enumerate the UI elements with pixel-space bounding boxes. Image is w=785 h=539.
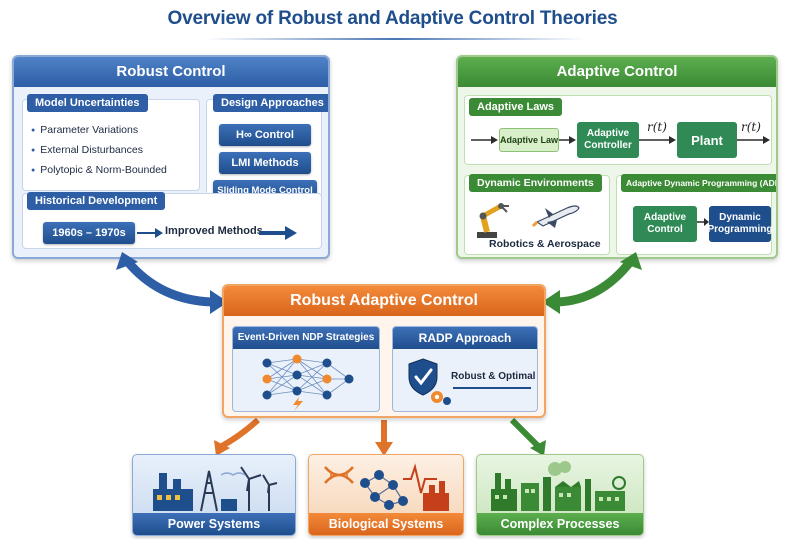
adaptive-control-block: Adaptive Control: [633, 206, 697, 242]
adaptive-law-block: Adaptive Law: [499, 128, 559, 152]
arrow-right-icon: [137, 228, 163, 238]
biological-systems-card: Biological Systems: [308, 454, 464, 536]
h-infinity-control-button: H∞ Control: [219, 124, 311, 146]
adaptive-control-header: Adaptive Control: [458, 57, 776, 87]
robust-adaptive-control-header: Robust Adaptive Control: [224, 286, 544, 316]
space-shuttle-icon: [531, 205, 580, 228]
adaptive-control-panel: Adaptive Control Adaptive Laws Adaptive …: [456, 55, 778, 259]
model-uncertainties-label: Model Uncertainties: [27, 94, 148, 112]
dynamic-programming-block: Dynamic Programming: [708, 206, 773, 242]
adaptive-laws-box: Adaptive Laws Adaptive Law Adaptive Cont…: [464, 95, 772, 165]
dna-network-icon: [324, 463, 449, 511]
model-uncertainties-box: Model Uncertainties Parameter Variations…: [22, 94, 200, 191]
factory-icon: [491, 461, 626, 511]
signal-label: r(t): [647, 120, 667, 134]
adaptive-loop-arrows: [471, 136, 770, 144]
complex-processes-label: Complex Processes: [477, 513, 643, 535]
neural-network-icon: [262, 354, 354, 411]
design-approaches-label: Design Approaches: [213, 94, 328, 112]
signal-label: r(t): [741, 120, 761, 134]
plant-block: Plant: [677, 122, 737, 158]
radp-approach-card: RADP Approach Robust & Optimal: [392, 326, 538, 412]
title-underline: [205, 38, 585, 40]
lmi-methods-button: LMI Methods: [219, 152, 311, 174]
complex-processes-card: Complex Processes: [476, 454, 644, 536]
historical-development-box: Historical Development 1960s – 1970s Imp…: [22, 192, 322, 249]
period-badge: 1960s – 1970s: [43, 222, 135, 244]
adp-label: Adaptive Dynamic Programming (ADP): [621, 174, 776, 192]
uncertainty-item: Polytopic & Norm-Bounded: [31, 164, 167, 176]
adaptive-laws-label: Adaptive Laws: [469, 98, 563, 116]
dynamic-environments-label: Dynamic Environments: [469, 174, 602, 192]
event-driven-ndp-title: Event-Driven NDP Strategies: [233, 327, 379, 349]
design-approaches-box: Design Approaches H∞ Control LMI Methods…: [206, 94, 328, 211]
arrow-right-icon: [259, 226, 297, 240]
robotics-aerospace-caption: Robotics & Aerospace: [489, 238, 601, 250]
adp-box: Adaptive Dynamic Programming (ADP) Adapt…: [616, 174, 776, 255]
robot-arm-icon: [477, 203, 509, 238]
page-title: Overview of Robust and Adaptive Control …: [167, 8, 618, 29]
arrow-right-icon: [697, 218, 709, 226]
robust-optimal-caption: Robust & Optimal: [451, 371, 536, 382]
radp-approach-title: RADP Approach: [393, 327, 537, 349]
biological-systems-label: Biological Systems: [309, 513, 463, 535]
event-driven-ndp-card: Event-Driven NDP Strategies: [232, 326, 380, 412]
robust-adaptive-control-panel: Robust Adaptive Control Event-Driven NDP…: [222, 284, 546, 418]
uncertainty-item: External Disturbances: [31, 144, 143, 156]
shield-check-icon: [408, 358, 451, 405]
adaptive-controller-block: Adaptive Controller: [577, 122, 639, 158]
power-systems-label: Power Systems: [133, 513, 295, 535]
power-systems-card: Power Systems: [132, 454, 296, 536]
divider: [453, 387, 531, 389]
robust-control-header: Robust Control: [14, 57, 328, 87]
dynamic-environments-box: Dynamic Environments Robotics & Aerospac…: [464, 174, 610, 255]
uncertainty-item: Parameter Variations: [31, 124, 138, 136]
improved-methods-text: Improved Methods: [165, 225, 263, 237]
robust-control-panel: Robust Control Model Uncertainties Param…: [12, 55, 330, 259]
historical-development-label: Historical Development: [27, 192, 166, 210]
power-plant-icon: [153, 466, 278, 512]
